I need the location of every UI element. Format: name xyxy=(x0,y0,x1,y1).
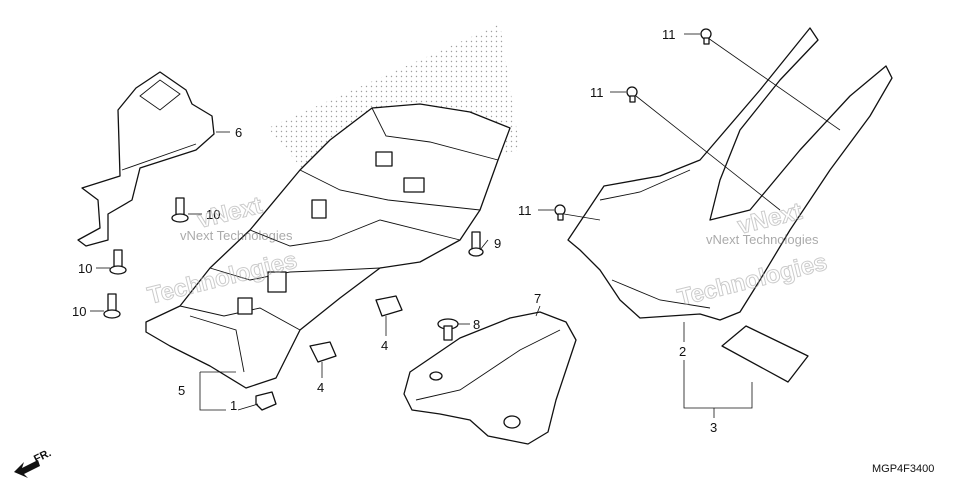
part-4-rubber-a xyxy=(309,341,337,363)
part-10-bolt-b xyxy=(109,249,127,275)
callout-4b: 4 xyxy=(381,338,388,353)
callout-10a: 10 xyxy=(206,207,220,222)
callout-1: 1 xyxy=(230,398,237,413)
callout-2: 2 xyxy=(679,344,686,359)
callout-11a: 11 xyxy=(662,27,676,42)
part-11-screw-c xyxy=(554,204,566,221)
callout-4a: 4 xyxy=(317,380,324,395)
diagram-code: MGP4F3400 xyxy=(872,463,934,475)
part-10-bolt-a xyxy=(171,197,189,223)
callout-7: 7 xyxy=(534,291,541,306)
part-1-clip xyxy=(255,391,277,411)
callout-10b: 10 xyxy=(78,261,92,276)
watermark-line-left: vNext Technologies xyxy=(180,228,293,243)
watermark-line-right: vNext Technologies xyxy=(706,232,819,247)
callout-5: 5 xyxy=(178,383,185,398)
callout-10c: 10 xyxy=(72,304,86,319)
callout-6: 6 xyxy=(235,125,242,140)
leader-lines xyxy=(90,33,841,418)
part-3-label xyxy=(721,325,809,383)
part-7-hugger xyxy=(403,311,577,445)
callout-11c: 11 xyxy=(518,203,532,218)
callout-11b: 11 xyxy=(590,85,604,100)
front-direction-label: FR. xyxy=(32,447,53,466)
part-11-screw-a xyxy=(700,28,712,45)
part-6-cover xyxy=(77,71,215,247)
part-2-side-cover xyxy=(567,27,893,321)
part-5-rear-fender xyxy=(145,103,511,389)
part-11-screw-b xyxy=(626,86,638,103)
part-4-rubber-b xyxy=(375,295,403,317)
callout-9: 9 xyxy=(494,236,501,251)
front-direction-arrow-icon xyxy=(14,460,40,478)
callout-3: 3 xyxy=(710,420,717,435)
part-9-bolt xyxy=(468,231,484,257)
callout-8: 8 xyxy=(473,317,480,332)
part-8-screw xyxy=(437,318,459,341)
part-10-bolt-c xyxy=(103,293,121,319)
